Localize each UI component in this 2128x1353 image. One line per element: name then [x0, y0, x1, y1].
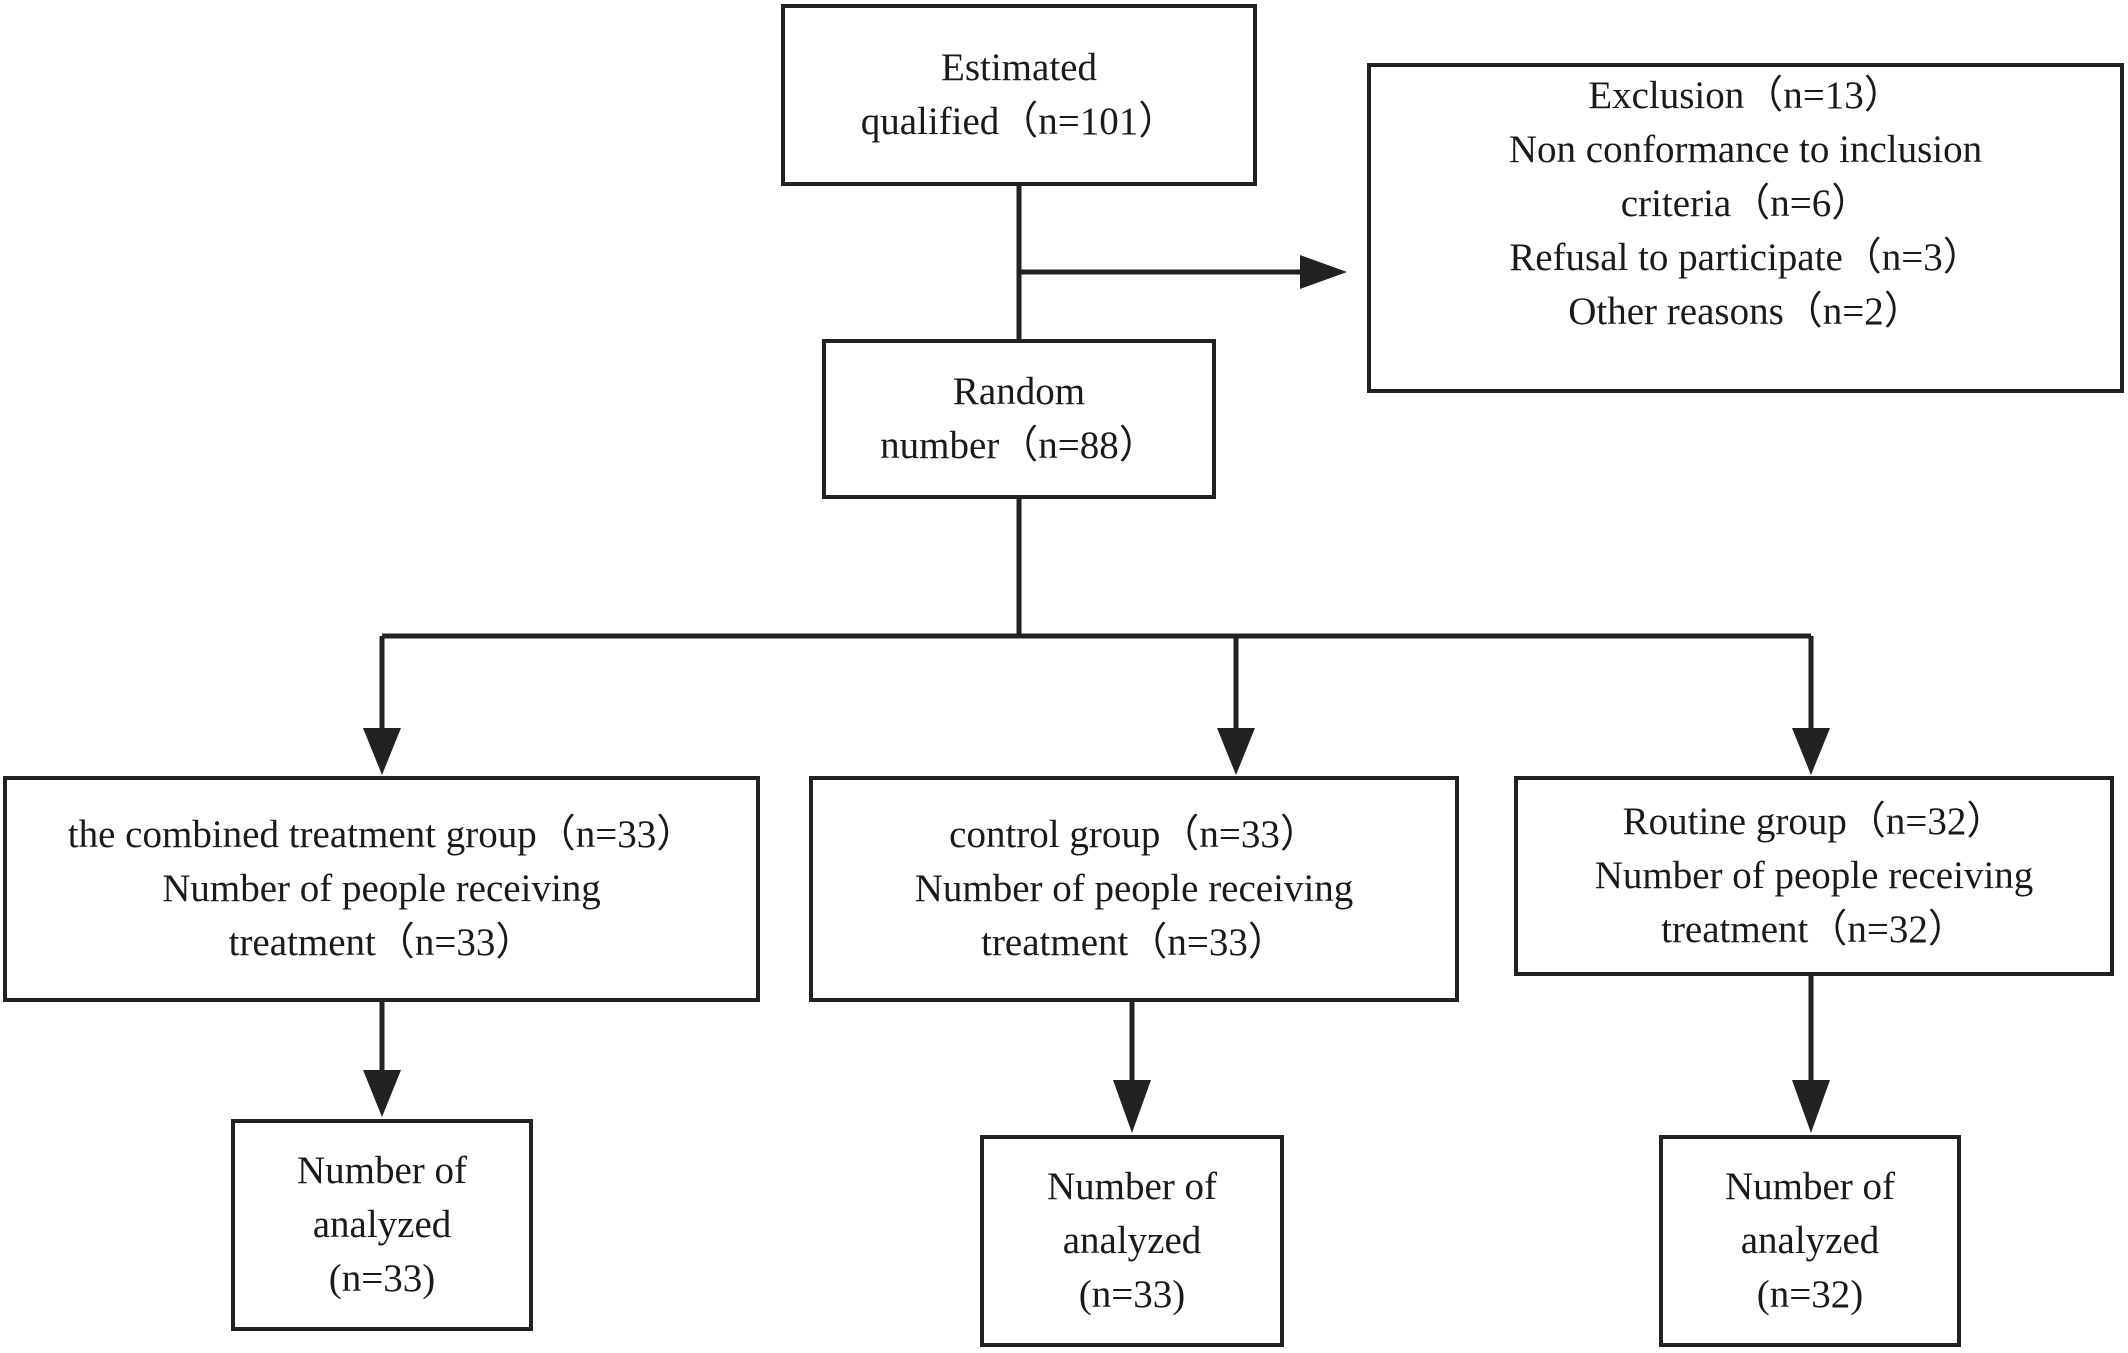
- combined-analysis-line-2: analyzed: [312, 1203, 452, 1246]
- routine-analysis-line-3: (n=32): [1756, 1273, 1864, 1316]
- routine-group-box: Routine group（n=32） Number of people rec…: [1514, 776, 2114, 976]
- control-analysis-line-2: analyzed: [1062, 1219, 1202, 1262]
- routine-analysis-line-2: analyzed: [1740, 1219, 1880, 1262]
- routine-analysis-line-1: Number of: [1724, 1165, 1896, 1208]
- combined-group-line-1: the combined treatment group（n=33）: [67, 813, 696, 856]
- arrowhead-combined: [363, 728, 401, 775]
- routine-analysis-box: Number of analyzed (n=32): [1659, 1135, 1961, 1347]
- control-group-box: control group（n=33） Number of people rec…: [809, 776, 1459, 1002]
- enrollment-line-1: Estimated: [941, 46, 1097, 89]
- arrowhead-control-analysis: [1113, 1080, 1151, 1133]
- exclusion-line-2: Non conformance to inclusion: [1508, 128, 1983, 171]
- arrowhead-combined-analysis: [363, 1070, 401, 1117]
- random-box: Random number（n=88）: [822, 339, 1216, 499]
- enrollment-line-2: qualified（n=101）: [860, 100, 1178, 143]
- exclusion-line-1: Exclusion（n=13）: [1588, 74, 1903, 117]
- combined-analysis-box: Number of analyzed (n=33): [231, 1119, 533, 1331]
- routine-group-line-1: Routine group（n=32）: [1622, 800, 2006, 843]
- random-line-2: number（n=88）: [880, 424, 1158, 467]
- arrowhead-control: [1217, 728, 1255, 775]
- exclusion-line-5: Other reasons（n=2）: [1568, 290, 1923, 333]
- control-analysis-line-3: (n=33): [1078, 1273, 1186, 1316]
- combined-analysis-line-3: (n=33): [328, 1257, 436, 1300]
- exclusion-line-3: criteria（n=6）: [1620, 182, 1871, 225]
- control-analysis-line-1: Number of: [1046, 1165, 1218, 1208]
- random-line-1: Random: [952, 370, 1086, 413]
- arrowhead-routine: [1792, 728, 1830, 775]
- arrowhead-routine-analysis: [1792, 1080, 1830, 1133]
- control-group-line-3: treatment（n=33）: [981, 921, 1287, 964]
- exclusion-line-4: Refusal to participate（n=3）: [1509, 236, 1982, 279]
- exclusion-box: Exclusion（n=13） Non conformance to inclu…: [1367, 63, 2124, 393]
- arrowhead-exclusion: [1300, 255, 1347, 289]
- combined-analysis-line-1: Number of: [296, 1149, 468, 1192]
- combined-group-line-2: Number of people receiving: [162, 867, 601, 910]
- control-group-line-2: Number of people receiving: [914, 867, 1354, 910]
- routine-group-line-3: treatment（n=32）: [1661, 908, 1967, 951]
- enrollment-box: Estimated qualified（n=101）: [781, 4, 1257, 186]
- combined-group-box: the combined treatment group（n=33） Numbe…: [3, 776, 760, 1002]
- control-group-line-1: control group（n=33）: [949, 813, 1319, 856]
- routine-group-line-2: Number of people receiving: [1594, 854, 2034, 897]
- control-analysis-box: Number of analyzed (n=33): [980, 1135, 1284, 1347]
- combined-group-line-3: treatment（n=33）: [228, 921, 535, 964]
